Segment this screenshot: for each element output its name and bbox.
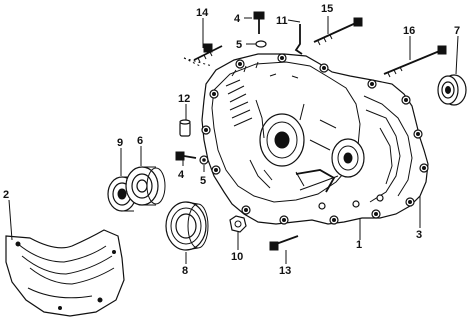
bolt-16 [383, 45, 447, 78]
bolt-13 [269, 235, 299, 251]
bearing-6 [125, 166, 166, 206]
callout-10: 10 [231, 251, 243, 263]
callout-11: 11 [276, 15, 288, 27]
cover-plate [5, 229, 125, 317]
callout-7: 7 [454, 25, 460, 37]
oil-seal-8 [165, 201, 209, 251]
bolt-14 [193, 43, 223, 63]
callout-13: 13 [279, 265, 291, 277]
callout-9: 9 [117, 137, 123, 149]
bolt-4-lower [175, 151, 197, 161]
callout-1: 1 [356, 239, 362, 251]
dowel-pin-12 [179, 119, 191, 137]
callout-4-upper: 4 [234, 13, 241, 25]
callout-16: 16 [403, 25, 415, 37]
callout-labels: 1 2 3 4 4 5 5 6 7 8 9 10 11 12 13 14 15 … [3, 3, 460, 277]
callout-5-upper: 5 [236, 39, 242, 51]
callout-5-lower: 5 [200, 175, 206, 187]
washer-5-upper [255, 40, 267, 48]
callout-8: 8 [182, 265, 188, 277]
transmission-case [201, 53, 429, 225]
callout-12: 12 [178, 93, 190, 105]
callout-6: 6 [137, 135, 143, 147]
callout-14: 14 [196, 7, 209, 19]
callout-15: 15 [321, 3, 333, 15]
callout-2: 2 [3, 189, 9, 201]
bracket-11 [294, 24, 303, 55]
callout-3: 3 [416, 229, 422, 241]
nut-10 [229, 215, 247, 233]
bolt-15 [313, 17, 363, 46]
callout-4-lower: 4 [178, 169, 185, 181]
bolt-4-upper [253, 11, 265, 34]
bearing-7 [437, 74, 467, 106]
leader-lines [8, 16, 459, 264]
washer-5-lower [199, 155, 209, 165]
